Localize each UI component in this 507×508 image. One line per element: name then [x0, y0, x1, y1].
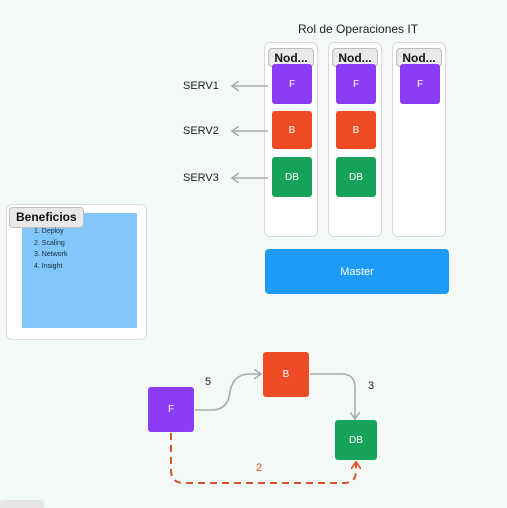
flow-backend-box[interactable]: B: [263, 352, 309, 397]
benefit-item: 1. Deploy: [34, 228, 64, 235]
benefit-item: 3. Network: [34, 251, 68, 258]
canvas-corner-tab[interactable]: [0, 500, 44, 508]
edge-label-f-to-db: 2: [256, 462, 263, 474]
benefit-item: 4. Insight: [34, 262, 63, 270]
node2-frontend-box[interactable]: F: [336, 64, 376, 104]
node-header-1[interactable]: Nod...: [268, 48, 314, 67]
edge-f-to-db-dashed: [170, 433, 356, 484]
server-label-2: SERV2: [183, 125, 219, 137]
edge-b-to-db: [310, 373, 355, 418]
edge-label-b-to-db: 3: [368, 380, 375, 392]
master-label: Master: [340, 265, 374, 278]
benefits-title[interactable]: Beneficios: [9, 207, 84, 228]
benefit-item: 2. Scaling: [34, 239, 65, 247]
server-label-3: SERV3: [183, 172, 219, 184]
edge-f-to-b: [195, 374, 260, 411]
benefits-list: 1. Deploy 2. Scaling 3. Network 4. Insig…: [34, 226, 67, 272]
master-box[interactable]: Master: [265, 249, 449, 294]
node2-backend-box[interactable]: B: [336, 111, 376, 149]
edge-label-f-to-b: 5: [205, 376, 212, 388]
diagram-title: Rol de Operaciones IT: [298, 22, 419, 36]
flow-frontend-box[interactable]: F: [148, 387, 194, 432]
node1-database-box[interactable]: DB: [272, 157, 312, 197]
server-label-1: SERV1: [183, 80, 219, 92]
flow-database-box[interactable]: DB: [335, 420, 377, 460]
node1-backend-box[interactable]: B: [272, 111, 312, 149]
benefits-sticky-note[interactable]: [22, 213, 137, 328]
node3-frontend-box[interactable]: F: [400, 64, 440, 104]
node2-database-box[interactable]: DB: [336, 157, 376, 197]
node1-frontend-box[interactable]: F: [272, 64, 312, 104]
